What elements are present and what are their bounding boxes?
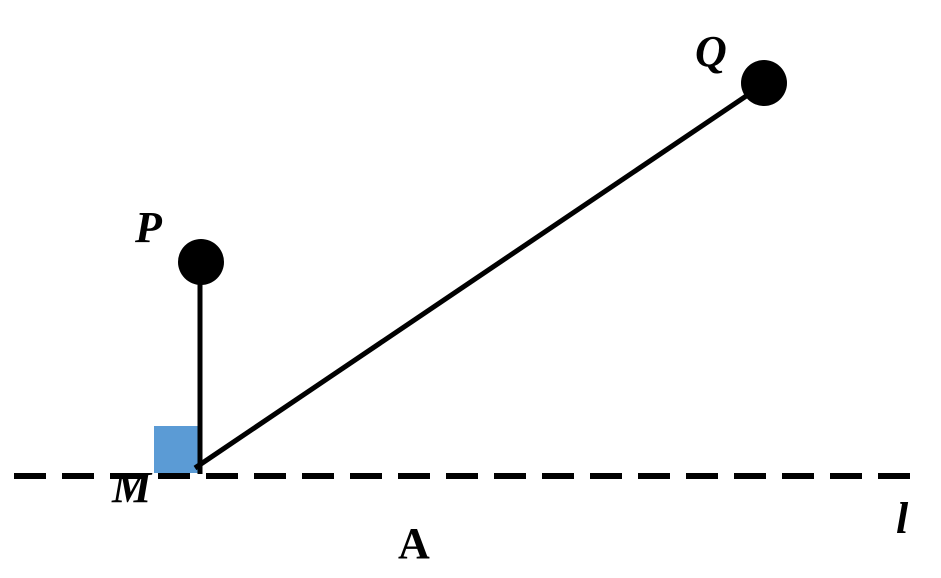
- label-point-p: P: [134, 203, 163, 252]
- caption-label: A: [398, 519, 430, 568]
- point-q: [741, 60, 787, 106]
- right-angle-marker: [154, 426, 200, 473]
- point-p: [178, 239, 224, 285]
- label-line-l: l: [896, 494, 909, 543]
- label-point-m: M: [111, 463, 153, 512]
- segment-mq: [193, 81, 766, 471]
- label-point-q: Q: [695, 27, 727, 76]
